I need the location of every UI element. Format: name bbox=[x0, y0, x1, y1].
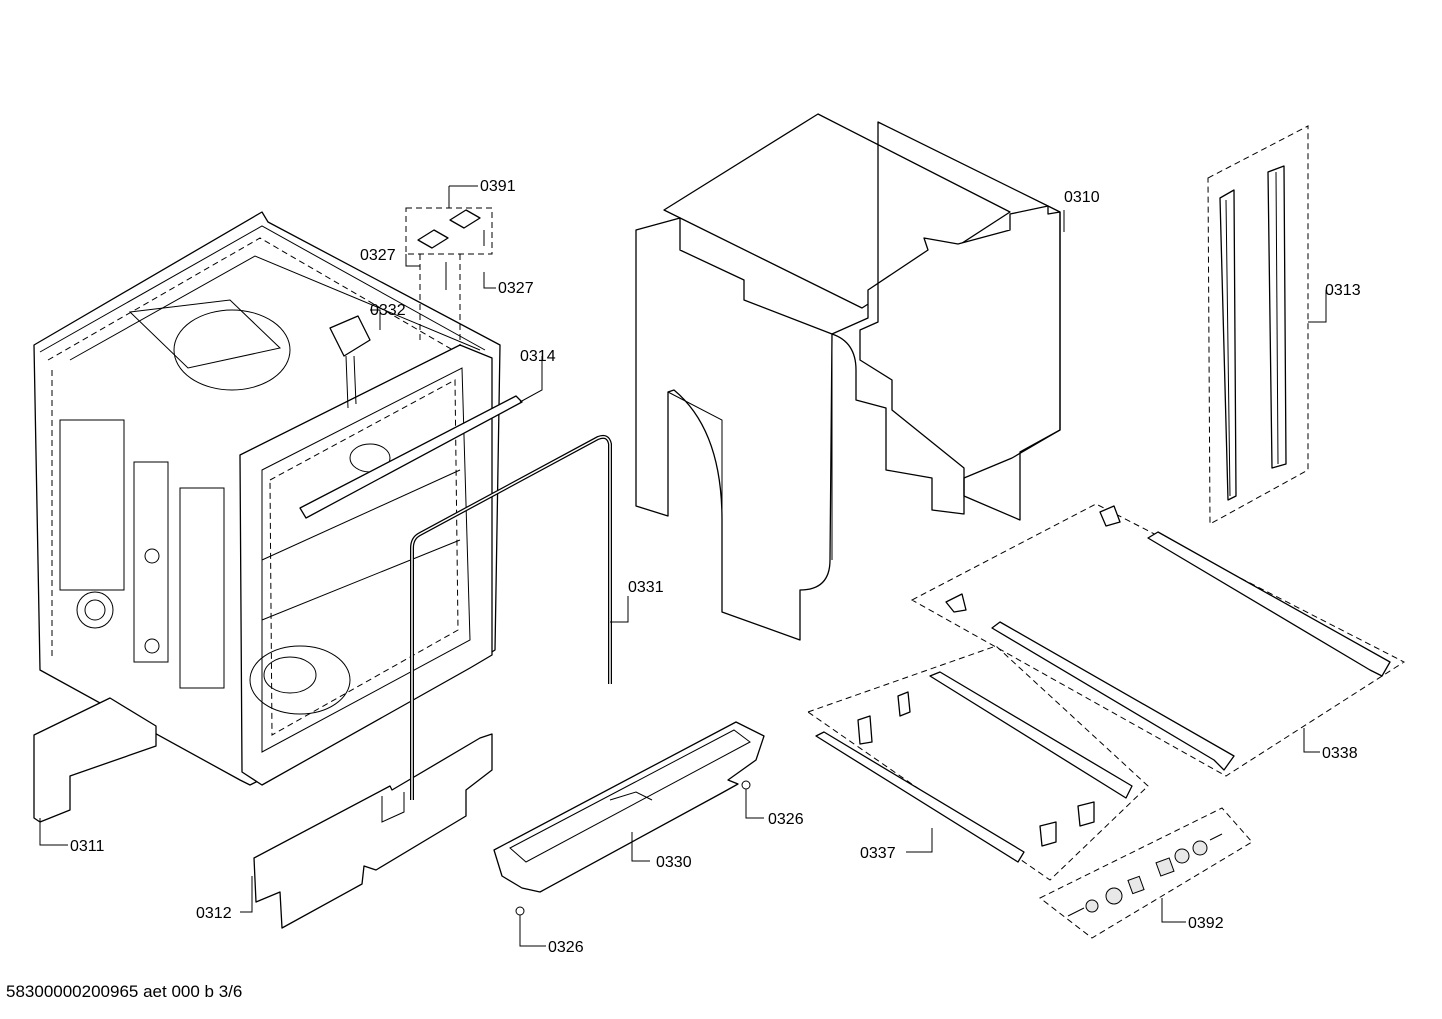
part-0310-insulation bbox=[635, 113, 1061, 641]
callout-0326-right: 0326 bbox=[768, 811, 804, 828]
callout-0327-left: 0327 bbox=[360, 247, 396, 264]
part-0330-base-trough bbox=[493, 721, 765, 893]
callout-0326-bottom: 0326 bbox=[548, 939, 584, 956]
callout-0331: 0331 bbox=[628, 579, 664, 596]
part-0312-panel bbox=[253, 733, 493, 929]
document-id: 58300000200965 aet 000 b 3/6 bbox=[6, 982, 242, 1001]
callout-0312: 0312 bbox=[196, 905, 232, 922]
callout-0330: 0330 bbox=[656, 854, 692, 871]
part-0332-hinge bbox=[329, 315, 371, 357]
callout-0313: 0313 bbox=[1325, 282, 1361, 299]
part-0313-side-rails bbox=[1207, 125, 1309, 525]
part-0392-roller-kit bbox=[1039, 807, 1253, 939]
tub-assembly bbox=[33, 211, 501, 786]
leader-lines bbox=[39, 185, 1327, 947]
part-0311-panel bbox=[33, 697, 157, 823]
callout-0332: 0332 bbox=[370, 302, 406, 319]
part-0326-screw-bottom bbox=[515, 906, 525, 926]
callout-0337: 0337 bbox=[860, 845, 896, 862]
part-0338-rail-set bbox=[910, 503, 1406, 777]
callout-0392: 0392 bbox=[1188, 915, 1224, 932]
callout-0311: 0311 bbox=[70, 838, 105, 855]
callout-0314: 0314 bbox=[520, 348, 556, 365]
callout-0338: 0338 bbox=[1322, 745, 1358, 762]
part-0314-strip bbox=[299, 395, 523, 519]
callout-0391: 0391 bbox=[480, 178, 516, 195]
part-0326-screw-right bbox=[741, 780, 751, 800]
callout-0310: 0310 bbox=[1064, 189, 1100, 206]
part-0337-rail-set bbox=[806, 645, 1149, 881]
callout-0327-right: 0327 bbox=[498, 280, 534, 297]
